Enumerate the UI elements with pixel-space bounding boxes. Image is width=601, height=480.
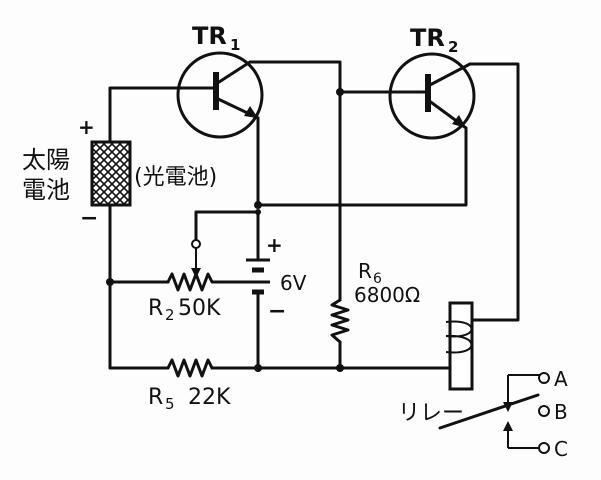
tr2-emitter-arrow xyxy=(452,115,466,128)
solar-minus-label: − xyxy=(80,206,98,231)
wire-mid-rail-tr2-emitter xyxy=(256,126,468,207)
relay-contact-c-arrow xyxy=(503,421,513,431)
tr1-collector-lead xyxy=(214,60,252,86)
tr2-label: TR xyxy=(410,24,445,52)
terminal-b-label: B xyxy=(554,400,568,424)
potentiometer-r2: R 2 50K xyxy=(148,239,221,324)
tr1-label: TR xyxy=(192,22,227,50)
relay-coil-core xyxy=(448,301,474,391)
solar-plus-label: + xyxy=(78,115,95,139)
r2-wiper-terminal xyxy=(191,239,201,249)
r2-resistor xyxy=(166,272,218,292)
wire-tr1-collector-to-r6 xyxy=(248,60,342,302)
tr1-label-sub: 1 xyxy=(230,36,240,54)
terminal-b xyxy=(538,405,550,417)
r2-value: 50K xyxy=(178,296,221,321)
terminal-c-label: C xyxy=(554,437,568,461)
terminal-a-label: A xyxy=(554,367,568,391)
relay-switch-arm xyxy=(438,393,540,430)
battery-value: 6V xyxy=(280,271,307,295)
junction-dot xyxy=(254,201,262,209)
battery-6v: + − 6V xyxy=(246,233,307,324)
r6-resistor xyxy=(330,298,350,344)
relay-contact-a-arrow xyxy=(503,402,513,412)
tr1-body xyxy=(176,51,264,139)
tr2-collector-lead xyxy=(426,62,472,88)
transistor-tr2: TR 2 xyxy=(388,24,476,140)
relay-coil-winding xyxy=(445,320,473,354)
junction-dot xyxy=(255,209,261,215)
wire-pot-top xyxy=(194,210,260,242)
terminal-a xyxy=(538,372,550,384)
tr2-body xyxy=(388,52,476,140)
r5-label-sub: 5 xyxy=(165,395,175,413)
junction-dot xyxy=(254,364,262,372)
terminal-c xyxy=(538,442,550,454)
solar-label-line1: 太陽 xyxy=(22,146,70,174)
resistor-r5: R 5 22K xyxy=(148,358,231,413)
solar-paren-label: (光電池) xyxy=(134,165,217,190)
relay-label: リレー xyxy=(398,401,464,426)
resistor-r6: R 6 6800Ω xyxy=(330,259,420,344)
r6-label-sub: 6 xyxy=(373,271,382,287)
r5-label: R xyxy=(148,385,163,410)
transistor-tr1: TR 1 xyxy=(176,22,264,139)
battery-minus-label: − xyxy=(268,299,286,324)
r2-label: R xyxy=(148,296,163,321)
tr2-label-sub: 2 xyxy=(448,38,458,56)
junction-dot xyxy=(106,278,114,286)
wire-tr2-collector-to-relay xyxy=(468,62,520,322)
wire-tr1-base-to-solar-plus xyxy=(108,86,218,144)
solar-label-line2: 電池 xyxy=(22,176,70,204)
battery-plus-label: + xyxy=(266,233,283,257)
junction-dot xyxy=(336,88,344,96)
relay: A B C リレー xyxy=(398,301,568,461)
r5-resistor xyxy=(166,358,214,378)
solar-cell: + − 太陽 電池 (光電池) xyxy=(22,115,217,231)
junction-dots xyxy=(106,88,344,372)
r5-value: 22K xyxy=(188,385,231,410)
r6-value: 6800Ω xyxy=(354,283,420,307)
tr1-emitter-arrow xyxy=(244,106,258,118)
wires xyxy=(108,60,520,370)
solar-cell-body xyxy=(90,140,132,207)
junction-dot xyxy=(336,364,344,372)
r6-label: R xyxy=(358,259,372,283)
r2-label-sub: 2 xyxy=(165,306,175,324)
